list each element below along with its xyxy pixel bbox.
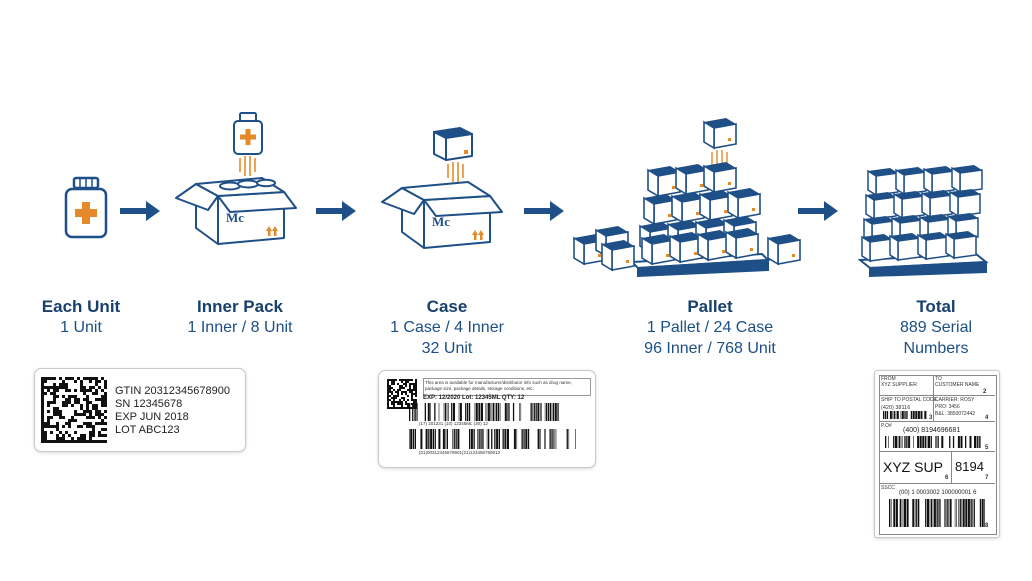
stage-detail: 32 Unit — [421, 340, 473, 357]
box-logo: Mc — [432, 214, 450, 229]
arrow-right-icon — [316, 201, 356, 221]
ship-to-postal-label: SHIP TO POSTAL CODE — [881, 397, 938, 403]
stage-pallet: Pallet 1 Pallet / 24 Case 96 Inner / 768… — [610, 296, 810, 359]
stage-detail: 96 Inner / 768 Unit — [644, 340, 776, 357]
case-exp-lot-qty: EXP: 12/2020 Lot: 12345ML QTY: 12 — [423, 395, 525, 401]
stage-detail: 889 Serial — [899, 319, 973, 336]
bottle-icon — [64, 176, 108, 239]
pallet-icon — [573, 117, 801, 278]
stage-title: Case — [426, 297, 468, 316]
arrow-right-icon — [120, 201, 160, 221]
barcode — [889, 499, 985, 527]
sscc-text: (00) 1 0003002 100000001 6 — [899, 490, 977, 496]
sscc-label: SSCC — [881, 485, 895, 491]
field-number: 2 — [983, 389, 987, 395]
postal-code-text: (420) 38116 — [881, 405, 911, 411]
carrier-text: CARRIER: ROSY — [935, 397, 975, 403]
barcode — [885, 436, 981, 448]
case-notice-text: This area is available for manufacturer/… — [423, 378, 591, 396]
serial-number-text: SN 12345678 — [115, 398, 183, 410]
case-label: This area is available for manufacturer/… — [378, 370, 596, 468]
stage-each-unit: Each Unit 1 Unit — [20, 296, 142, 338]
to-label: TO — [935, 376, 942, 382]
box-logo: Mc — [226, 210, 244, 225]
po-label: P.O# — [881, 423, 892, 429]
barcode-text: (01)00312345678901(21)123456789012 — [419, 450, 501, 455]
stage-inner-pack: Inner Pack 1 Inner / 8 Unit — [160, 296, 320, 338]
from-label: FROM — [881, 376, 896, 382]
stage-detail: 1 Pallet / 24 Case — [646, 319, 774, 336]
bol-text: B&L: 3850072442 — [935, 411, 976, 417]
barcode — [409, 403, 559, 421]
stage-detail: 1 Inner / 8 Unit — [187, 319, 293, 336]
insert-lines-icon — [447, 162, 464, 182]
field-number: 4 — [985, 415, 989, 421]
pallet-label: FROM XYZ SUPPLIER TO CUSTOMER NAME 2 SHI… — [874, 370, 1000, 538]
field-number: 6 — [945, 475, 949, 481]
pro-text: PRO: 3456 — [935, 404, 960, 410]
supplier-text: XYZ SUP — [883, 459, 943, 475]
full-pallet-icon — [858, 164, 989, 278]
datamatrix-code — [387, 379, 417, 409]
gtin-text: GTIN 20312345678900 — [115, 385, 230, 397]
lot-text: LOT ABC123 — [115, 424, 180, 436]
stage-detail: 1 Case / 4 Inner — [390, 319, 504, 336]
open-box-icon: Mc — [381, 181, 503, 249]
barcode — [883, 411, 927, 419]
stage-title: Each Unit — [41, 297, 121, 316]
stage-detail: 1 Unit — [60, 319, 102, 336]
field-number: 5 — [985, 445, 989, 451]
stage-title: Inner Pack — [197, 297, 283, 316]
bottle-icon — [233, 112, 263, 155]
stage-detail: Numbers — [903, 340, 969, 357]
stage-title: Pallet — [687, 297, 733, 316]
small-box-icon — [433, 127, 473, 161]
field-number: 7 — [985, 475, 989, 481]
insert-lines-icon — [239, 156, 256, 176]
to-name: CUSTOMER NAME — [935, 382, 980, 388]
supplier-number: 8194 — [955, 459, 984, 474]
datamatrix-code — [41, 377, 107, 443]
field-number: 3 — [929, 415, 933, 421]
stage-case: Case 1 Case / 4 Inner 32 Unit — [367, 296, 527, 359]
from-name: XYZ SUPPLIER — [881, 382, 917, 388]
field-number: 8 — [985, 523, 989, 529]
unit-label: GTIN 20312345678900 SN 12345678 EXP JUN … — [34, 368, 246, 452]
arrow-right-icon — [524, 201, 564, 221]
barcode-text: (17) 201231 (10) 12345ML (30) 12 — [419, 421, 488, 426]
expiry-text: EXP JUN 2018 — [115, 411, 189, 423]
stage-title: Total — [916, 297, 956, 316]
arrow-right-icon — [798, 201, 838, 221]
open-box-icon: Mc — [175, 177, 297, 245]
barcode — [409, 429, 576, 449]
po-barcode-text: (400) 8194696681 — [903, 427, 961, 434]
stage-total: Total 889 Serial Numbers — [866, 296, 1006, 359]
